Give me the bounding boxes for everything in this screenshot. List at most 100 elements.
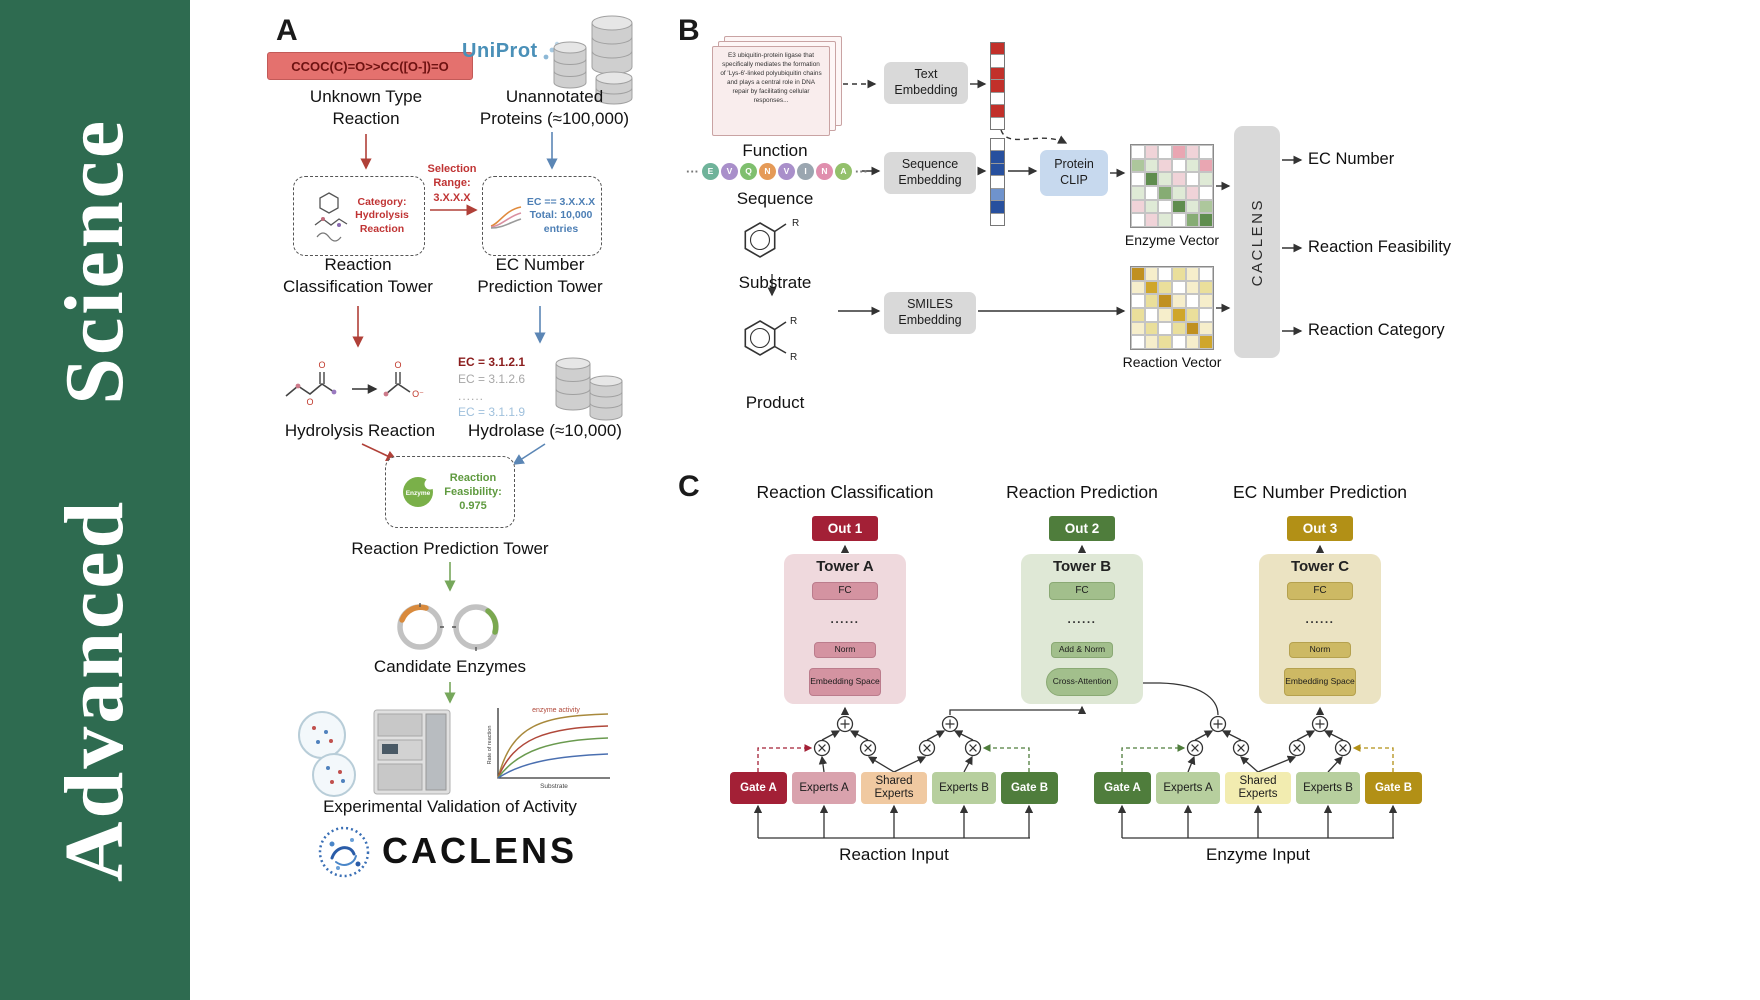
substrate-label: Substrate	[738, 273, 812, 292]
product-nodes	[813, 739, 1352, 757]
svg-text:R: R	[790, 316, 797, 327]
tower-a-dots: ......	[830, 612, 860, 626]
sequence-residue: Q	[740, 162, 757, 180]
column-title-reaction-classification: Reaction Classification	[756, 482, 934, 502]
reaction-prediction-tower-label: Reaction Prediction Tower	[351, 539, 549, 558]
output-reaction-feasibility: Reaction Feasibility	[1308, 238, 1452, 256]
svg-text:Rate of reaction: Rate of reaction	[487, 726, 493, 765]
sum-nodes	[836, 715, 1329, 733]
function-cards: E3 ubiquitin-protein ligase that specifi…	[712, 36, 844, 138]
unannotated-proteins-label: Unannotated Proteins (≈100,000)	[479, 87, 630, 129]
caclens-module-label: CACLENS	[1248, 197, 1266, 287]
svg-text:Substrate: Substrate	[540, 783, 568, 790]
svg-text:O: O	[318, 360, 325, 370]
tower-c-embedding-space: Embedding Space	[1284, 668, 1356, 696]
feasibility-text: Reaction Feasibility: 0.975	[444, 471, 502, 513]
panel-b-label: B	[678, 14, 700, 47]
trend-curves-icon	[490, 206, 522, 229]
experts-a-reaction: Experts A	[792, 772, 856, 804]
experts-a-enzyme: Experts A	[1156, 772, 1220, 804]
svg-text:O: O	[394, 360, 401, 370]
function-card-front: E3 ubiquitin-protein ligase that specifi…	[712, 46, 830, 136]
smiles-embedding-box: SMILES Embedding	[884, 292, 976, 334]
caclens-module-box: CACLENS	[1234, 126, 1280, 358]
sequence-residue: N	[816, 162, 833, 180]
hplc-instrument-icon	[373, 709, 451, 795]
tower-b-fc: FC	[1049, 582, 1115, 600]
ec-result-list: EC = 3.1.2.1 EC = 3.1.2.6 ...... EC = 3.…	[458, 355, 526, 420]
sequence-embedding-vector	[990, 138, 1005, 226]
reaction-vector-label: Reaction Vector	[1122, 354, 1222, 370]
database-cluster-icon	[553, 15, 633, 105]
tower-a-label: Tower A	[816, 558, 874, 575]
gate-b-reaction: Gate B	[1001, 772, 1058, 804]
protein-clip-box: Protein CLIP	[1040, 150, 1108, 196]
journal-sidebar: Advanced Science	[0, 0, 190, 1000]
gate-b-enzyme: Gate B	[1365, 772, 1422, 804]
panel-a-label: A	[276, 14, 298, 47]
tower-c-dots: ......	[1305, 612, 1335, 626]
candidate-enzymes-label: Candidate Enzymes	[373, 657, 527, 676]
enzyme-vector-label: Enzyme Vector	[1124, 232, 1220, 248]
smiles-reaction-box: CCOC(C)=O>>CC([O-])=O	[267, 52, 473, 80]
sequence-label: Sequence	[736, 189, 814, 208]
experts-b-reaction: Experts B	[932, 772, 996, 804]
sequence-ellipsis-left: ···	[686, 163, 699, 179]
out3-box: Out 3	[1287, 516, 1353, 541]
enzyme-blob-icon: Enzyme	[403, 477, 436, 507]
svg-text:enzyme activity: enzyme activity	[532, 707, 580, 714]
sequence-residue: E	[702, 162, 719, 180]
tower-b-add-norm: Add & Norm	[1051, 642, 1113, 658]
column-title-ec-number-prediction: EC Number Prediction	[1232, 482, 1408, 502]
tower-b-cross-attention: Cross-Attention	[1046, 668, 1118, 696]
sequence-residue: I	[797, 162, 814, 180]
out1-box: Out 1	[812, 516, 878, 541]
ec-filter-text: EC == 3.X.X.X Total: 10,000 entries	[526, 195, 596, 235]
svg-text:R: R	[792, 218, 799, 229]
text-embedding-vector	[990, 42, 1005, 130]
selection-range-label: Selection Range: 3.X.X.X	[427, 163, 477, 204]
enzyme-input-label: Enzyme Input	[1206, 845, 1310, 864]
svg-text:R: R	[790, 352, 797, 363]
shared-experts-enzyme: Shared Experts	[1225, 772, 1291, 804]
activity-plot: enzyme activity Rate of reaction Substra…	[487, 707, 610, 790]
uniprot-wordmark: UniProt	[462, 40, 538, 62]
uniprot-logo: UniProt	[462, 40, 560, 63]
molecule-scribble-icon	[314, 192, 348, 242]
sequence-residue: V	[778, 162, 795, 180]
column-title-reaction-prediction: Reaction Prediction	[1006, 482, 1158, 502]
feasibility-dashed-box: Enzyme Reaction Feasibility: 0.975	[385, 456, 515, 528]
sequence-embedding-box: Sequence Embedding	[884, 152, 976, 194]
hydrolase-label: Hydrolase (≈10,000)	[468, 421, 622, 440]
output-ec-number: EC Number	[1308, 150, 1395, 168]
tower-a-embedding-space: Embedding Space	[809, 668, 881, 696]
svg-text:O: O	[306, 397, 313, 407]
sequence-residue: N	[759, 162, 776, 180]
output-reaction-category: Reaction Category	[1308, 321, 1445, 339]
tower-b-label: Tower B	[1052, 558, 1112, 575]
substrate-molecule-icon: R	[744, 218, 799, 258]
function-label: Function	[742, 141, 808, 160]
product-molecule-icon: R R	[744, 316, 797, 363]
sequence-ellipsis-right: ···	[855, 163, 868, 179]
hydrolase-database-icon	[555, 357, 623, 421]
gate-a-reaction: Gate A	[730, 772, 787, 804]
tower-b-dots: ......	[1067, 612, 1097, 626]
tower-a-norm: Norm	[814, 642, 876, 658]
panel-c-label: C	[678, 470, 700, 503]
gate-a-enzyme: Gate A	[1094, 772, 1151, 804]
shared-experts-reaction: Shared Experts	[861, 772, 927, 804]
category-text: Category: Hydrolysis Reaction	[355, 195, 409, 235]
function-card-text: E3 ubiquitin-protein ligase that specifi…	[720, 52, 822, 104]
unknown-reaction-label: Unknown Type Reaction	[309, 87, 423, 129]
hydrolysis-reaction-label: Hydrolysis Reaction	[284, 421, 436, 440]
caclens-logo-icon	[318, 826, 370, 878]
ec-filter-dashed-box: EC == 3.X.X.X Total: 10,000 entries	[482, 176, 602, 256]
reaction-classification-tower-label: Reaction Classification Tower	[283, 255, 433, 297]
tower-c-label: Tower C	[1290, 558, 1350, 575]
out2-box: Out 2	[1049, 516, 1115, 541]
